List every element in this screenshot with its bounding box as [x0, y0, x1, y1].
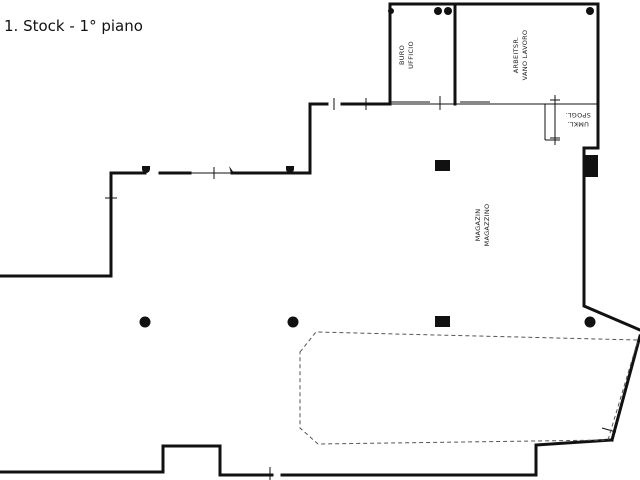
wc-label-1: UMKL.: [567, 120, 589, 128]
column: [435, 160, 450, 171]
room-labels: BURO UFFICIO ARBEITSR. VANO LAVORO MAGAZ…: [398, 30, 591, 247]
plan-title: 1. Stock - 1° piano: [4, 17, 143, 35]
storage-label-2: MAGAZZINO: [483, 204, 491, 247]
fixtures: [142, 7, 598, 177]
office-label-1: BURO: [398, 45, 406, 65]
dashed-zone: [299, 331, 639, 445]
workroom-label-2: VANO LAVORO: [521, 30, 529, 81]
columns: [139, 160, 596, 328]
column: [435, 316, 450, 327]
interior-walls: [105, 40, 617, 480]
column: [584, 316, 596, 328]
workroom-label-1: ARBEITSR.: [512, 37, 520, 74]
storage-label-1: MAGAZIN: [474, 209, 482, 242]
column: [287, 316, 299, 328]
wc-label-2: SPOGL.: [565, 111, 591, 119]
office-label-2: UFFICIO: [407, 41, 415, 69]
column: [139, 316, 151, 328]
